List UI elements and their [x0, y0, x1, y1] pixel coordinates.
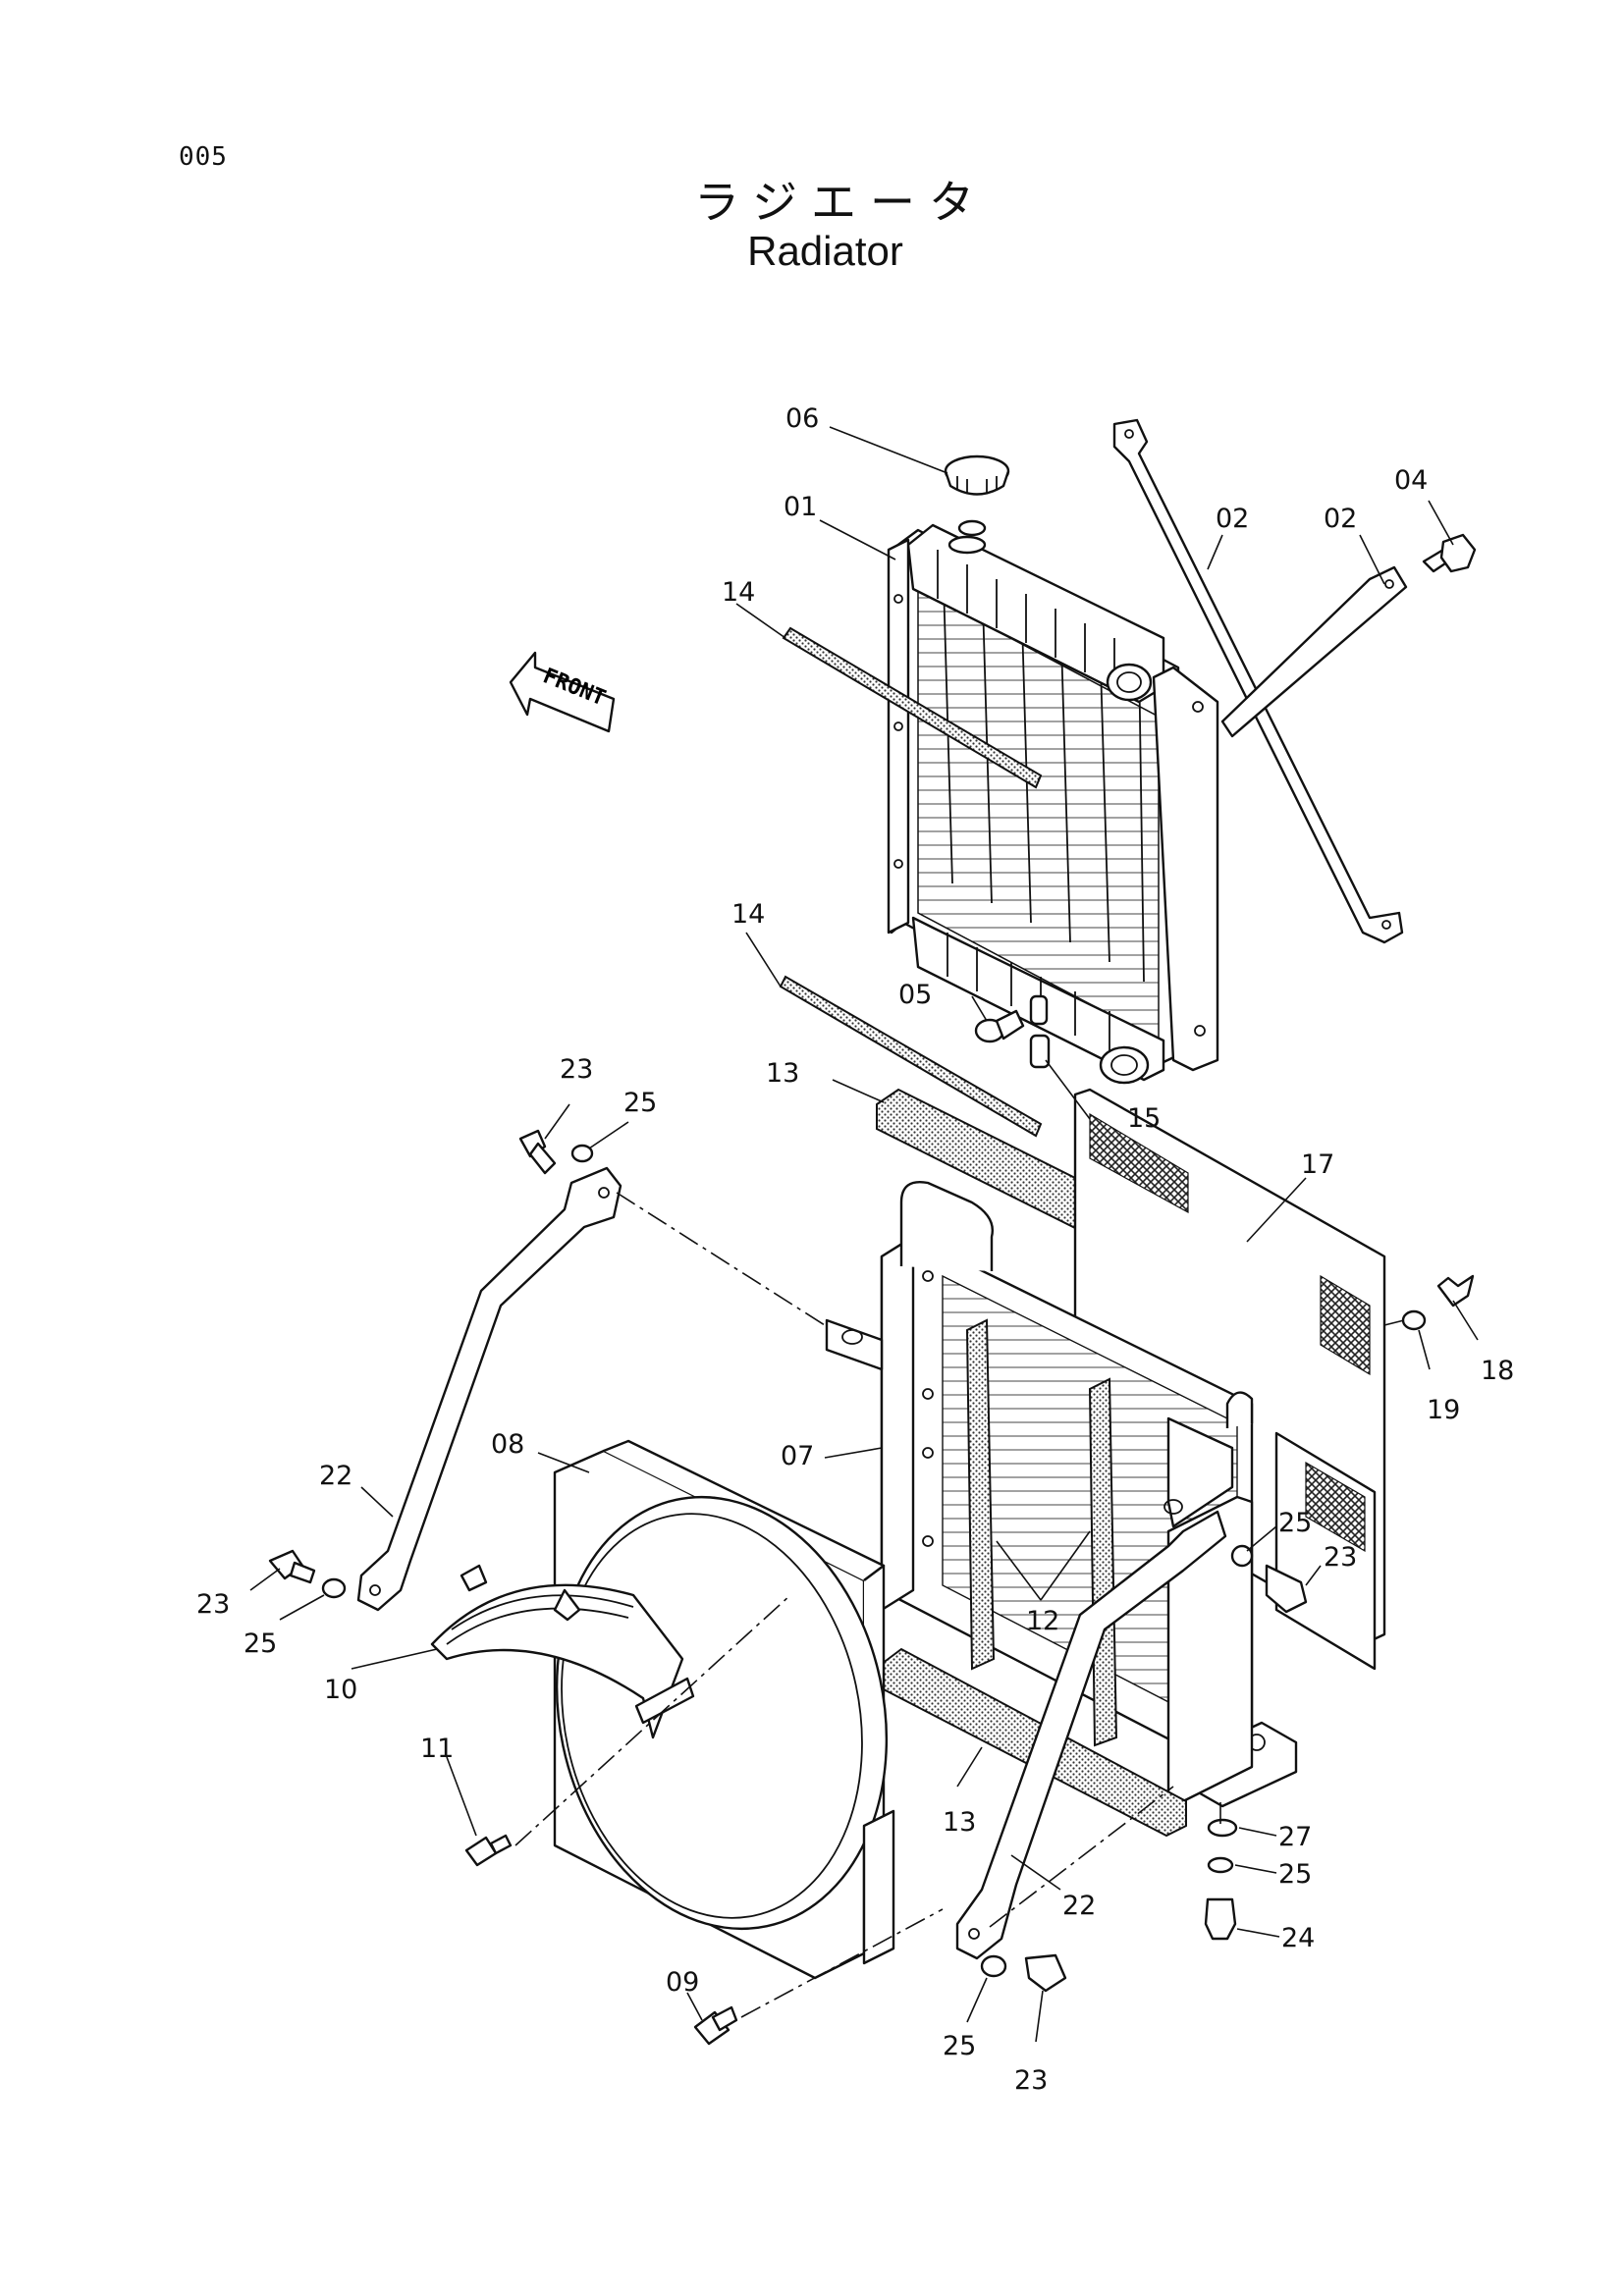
leader-lines — [249, 426, 1479, 2043]
callout-05: 05 — [898, 980, 932, 1010]
callout-13: 13 — [766, 1058, 799, 1089]
page-number: 005 — [179, 142, 228, 172]
fan-shroud — [553, 1439, 895, 1980]
callout-22: 22 — [1062, 1891, 1096, 1921]
fan-guard — [430, 1564, 695, 1739]
callout-18: 18 — [1481, 1356, 1514, 1386]
title-japanese: ラジエータ — [693, 176, 989, 229]
callout-25: 25 — [623, 1088, 657, 1118]
callout-25: 25 — [243, 1629, 277, 1659]
callout-06: 06 — [785, 403, 819, 434]
callout-08: 08 — [491, 1429, 524, 1460]
part-number-labels: 06 01 02 02 04 14 14 05 13 15 17 23 25 1… — [196, 403, 1514, 2096]
radiator-cap — [944, 454, 1010, 537]
drain-hose — [1029, 994, 1051, 1069]
callout-11: 11 — [420, 1734, 454, 1764]
front-direction-arrow: FRONT — [509, 651, 616, 733]
callout-25: 25 — [943, 2031, 976, 2061]
callout-02: 02 — [1324, 504, 1357, 534]
callout-07: 07 — [781, 1441, 814, 1471]
stay-22-left — [356, 1166, 622, 1612]
radiator-core — [887, 523, 1219, 1085]
callout-10: 10 — [324, 1675, 357, 1705]
radiator-frame — [825, 1181, 1298, 1808]
stay-rods — [1112, 418, 1408, 944]
callout-19: 19 — [1427, 1395, 1460, 1425]
callout-23: 23 — [1324, 1542, 1357, 1573]
callout-02: 02 — [1216, 504, 1249, 534]
callout-13: 13 — [943, 1807, 976, 1838]
callout-23: 23 — [196, 1589, 230, 1620]
rubber-strip-upper — [782, 626, 1043, 789]
callout-25: 25 — [1278, 1508, 1312, 1538]
callout-15: 15 — [1127, 1103, 1161, 1134]
drain-cock — [974, 1009, 1025, 1043]
callout-24: 24 — [1281, 1923, 1315, 1953]
callout-12: 12 — [1026, 1606, 1059, 1636]
callout-23: 23 — [560, 1054, 593, 1085]
callout-23: 23 — [1014, 2065, 1048, 2096]
callout-04: 04 — [1394, 465, 1428, 496]
callout-14: 14 — [731, 899, 765, 930]
fasteners — [268, 1129, 1475, 2046]
callout-27: 27 — [1278, 1822, 1312, 1852]
bolt-04 — [1422, 533, 1477, 573]
callout-25: 25 — [1278, 1859, 1312, 1890]
callout-17: 17 — [1301, 1149, 1334, 1180]
callout-14: 14 — [722, 577, 755, 608]
stay-22-right — [955, 1510, 1227, 1960]
callout-22: 22 — [319, 1461, 352, 1491]
title-english: Radiator — [747, 228, 903, 274]
assembly-lines — [514, 1192, 1405, 2018]
sponge-vertical-left — [965, 1318, 996, 1671]
callout-09: 09 — [666, 1967, 699, 1998]
rubber-strip-lower — [779, 975, 1043, 1138]
callout-01: 01 — [784, 492, 817, 522]
